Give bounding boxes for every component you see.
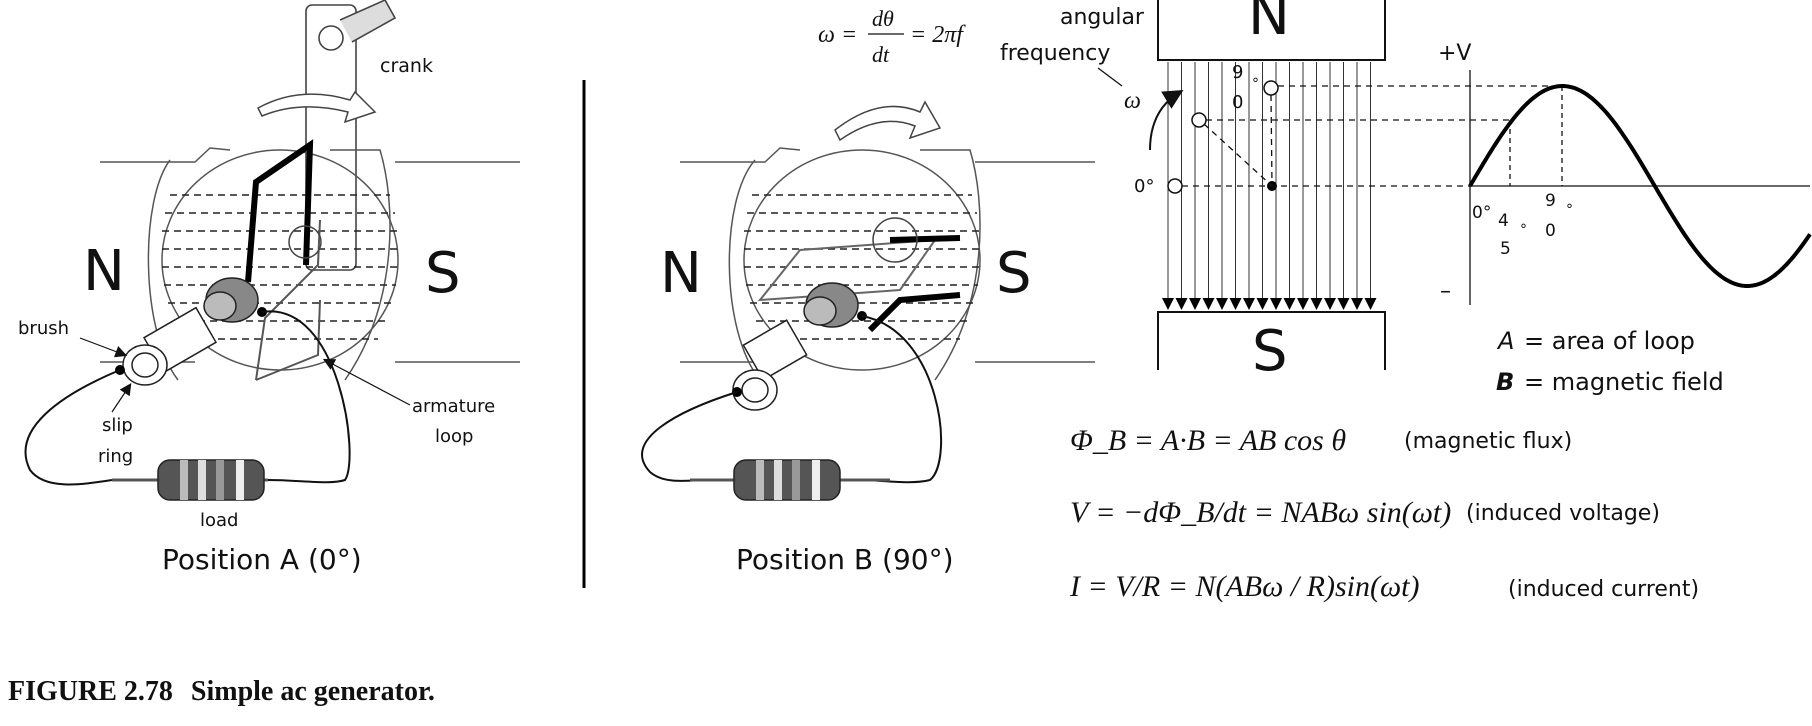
armature-loop-back <box>255 219 321 381</box>
south-label: S <box>425 241 461 306</box>
flux-arrowhead <box>1270 298 1282 310</box>
flux-arrowhead <box>1216 298 1228 310</box>
magnet-south-block <box>1157 311 1386 370</box>
resistor-load-b <box>690 459 890 501</box>
magnet-north-label: N <box>1248 0 1290 48</box>
commutator <box>203 277 259 323</box>
radius-45-dashed <box>1203 123 1273 187</box>
t45-a: 4 <box>1498 211 1509 231</box>
flux-arrowhead <box>1229 298 1242 310</box>
wire-right-b <box>861 315 943 484</box>
omega-eq-den: dt <box>872 42 890 67</box>
flux-arrowhead <box>1297 298 1309 310</box>
minus-label: – <box>1440 279 1451 304</box>
flux-arrowhead <box>1256 298 1269 310</box>
rotation-arrow-b <box>834 100 942 142</box>
deg90-a: 9 <box>1232 62 1243 83</box>
flux-equation-label: (magnetic flux) <box>1404 429 1572 454</box>
t90-a: 9 <box>1545 191 1556 211</box>
rotation-arrow <box>257 90 377 124</box>
angular-label: angular <box>1060 5 1145 30</box>
omega-symbol: ω <box>1124 88 1141 114</box>
slip-ring <box>122 306 218 386</box>
t45-b: 5 <box>1500 239 1511 259</box>
armature-core-b <box>743 149 981 371</box>
panel-c-field-and-waveform: ω = dθ dt = 2πf angular frequency N S ω … <box>818 0 1812 603</box>
flux-arrowhead <box>1189 298 1201 310</box>
flux-arrowhead <box>1175 298 1188 310</box>
north-pole-piece-b <box>680 147 801 381</box>
north-label: N <box>83 239 125 304</box>
legend-b-symbol: B <box>1496 368 1514 396</box>
flux-arrowhead <box>1243 298 1255 310</box>
legend-a-symbol: A <box>1496 327 1514 355</box>
current-equation: I = V/R = N(ABω / R)sin(ωt) <box>1069 570 1419 603</box>
flux-arrowhead <box>1324 298 1336 310</box>
figure-number: FIGURE 2.78 <box>8 676 173 707</box>
south-pole-piece <box>330 149 520 381</box>
deg90-sym: ° <box>1252 76 1259 92</box>
load-label: load <box>200 510 238 531</box>
north-label-b: N <box>660 241 702 306</box>
slip-ring-b <box>732 319 808 411</box>
frequency-label: frequency <box>1000 41 1110 66</box>
resistor-load <box>112 459 268 501</box>
position-45-marker <box>1191 112 1207 128</box>
position-0-marker <box>1167 178 1183 194</box>
magnet-north-block <box>1157 0 1386 61</box>
omega-eq-num: dθ <box>872 6 894 31</box>
crank-handle <box>305 0 397 271</box>
t90-b: 0 <box>1545 221 1556 241</box>
field-lines-b <box>744 194 980 340</box>
position-a-label: Position A (0°) <box>162 543 362 576</box>
commutator-b <box>803 282 859 328</box>
omega-eq-rhs: = 2πf <box>910 22 966 48</box>
loop-label: loop <box>435 426 473 447</box>
magnet-south-label: S <box>1252 319 1288 384</box>
south-label-b: S <box>996 241 1032 306</box>
legend-b-text: = magnetic field <box>1524 368 1724 396</box>
wire-left <box>24 369 121 486</box>
position-90-marker <box>1263 80 1279 96</box>
flux-equation: Φ_B = A·B = AB cos θ <box>1070 424 1346 457</box>
figure-caption: FIGURE 2.78 Simple ac generator. <box>8 676 453 708</box>
brush-label: brush <box>18 318 69 339</box>
flux-lines <box>1162 62 1377 310</box>
legend-a-text: = area of loop <box>1524 327 1695 355</box>
armature-loop-wire <box>245 139 314 283</box>
omega-eq-lhs: ω = <box>818 22 857 48</box>
deg0-label: 0° <box>1134 176 1154 197</box>
armature-label: armature <box>412 396 495 417</box>
flux-arrowhead <box>1283 298 1296 310</box>
crank-label: crank <box>380 55 433 77</box>
slip-label: slip <box>102 415 133 436</box>
current-equation-label: (induced current) <box>1508 577 1699 602</box>
panel-a-position-0: crank <box>18 0 520 576</box>
flux-arrowhead <box>1337 298 1350 310</box>
flux-arrowhead <box>1310 298 1323 310</box>
induced-voltage-sine <box>1468 84 1812 288</box>
flux-arrowhead <box>1162 298 1174 310</box>
plus-v-label: +V <box>1438 41 1471 66</box>
wire-left-b <box>641 391 738 482</box>
omega-rotation-arrow <box>1149 89 1184 151</box>
voltage-equation-label: (induced voltage) <box>1466 501 1660 526</box>
wire-right <box>261 310 351 484</box>
position-b-label: Position B (90°) <box>736 543 954 576</box>
t45-deg: ° <box>1520 222 1527 238</box>
radius-90-dashed <box>1270 94 1273 187</box>
deg90-b: 0 <box>1232 92 1243 113</box>
t90-deg: ° <box>1566 202 1573 218</box>
ring-label: ring <box>98 446 133 467</box>
figure-title: Simple ac generator. <box>190 676 435 707</box>
armature-loop-wire-b <box>867 235 961 333</box>
t0-label: 0° <box>1472 203 1491 223</box>
angular-frequency-leader <box>1097 67 1123 87</box>
flux-arrowhead <box>1351 298 1363 310</box>
flux-arrowhead <box>1364 298 1377 310</box>
flux-arrowhead <box>1202 298 1215 310</box>
panel-b-position-90: N S Position B (90°) <box>641 100 1095 576</box>
voltage-equation: V = −dΦ_B/dt = NABω sin(ωt) <box>1070 496 1451 529</box>
